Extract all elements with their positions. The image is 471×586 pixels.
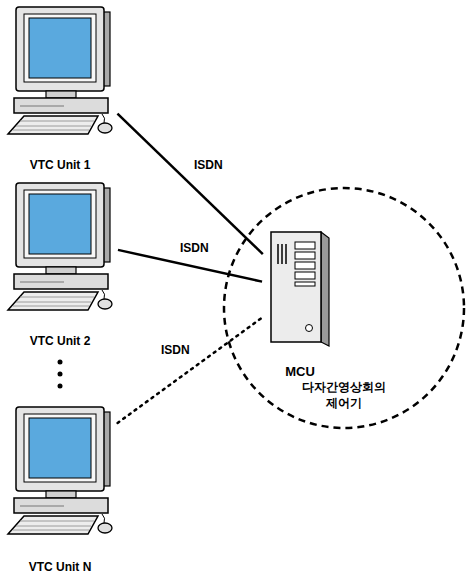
region-caption: 다자간영상회의 제어기 xyxy=(296,380,392,411)
mcu-server: MCU xyxy=(265,228,335,380)
mcu-region: 다자간영상회의 제어기MCU xyxy=(222,186,466,430)
unit-name: VTC Unit N xyxy=(4,560,116,574)
link-label: ISDN xyxy=(159,343,192,357)
terminal-unit: VTC Unit 2 xyxy=(4,178,116,348)
terminal-unit: VTC Unit 1 xyxy=(4,2,116,172)
terminal-unit: VTC Unit N xyxy=(4,402,116,574)
isdn-link xyxy=(117,114,262,254)
unit-name: VTC Unit 2 xyxy=(4,334,116,348)
isdn-link xyxy=(118,317,263,423)
link-label: ISDN xyxy=(192,158,225,172)
link-label: ISDN xyxy=(178,241,211,255)
unit-name: MCU xyxy=(265,364,335,380)
unit-name: VTC Unit 1 xyxy=(4,158,116,172)
dashed-circle-outline xyxy=(224,188,464,428)
